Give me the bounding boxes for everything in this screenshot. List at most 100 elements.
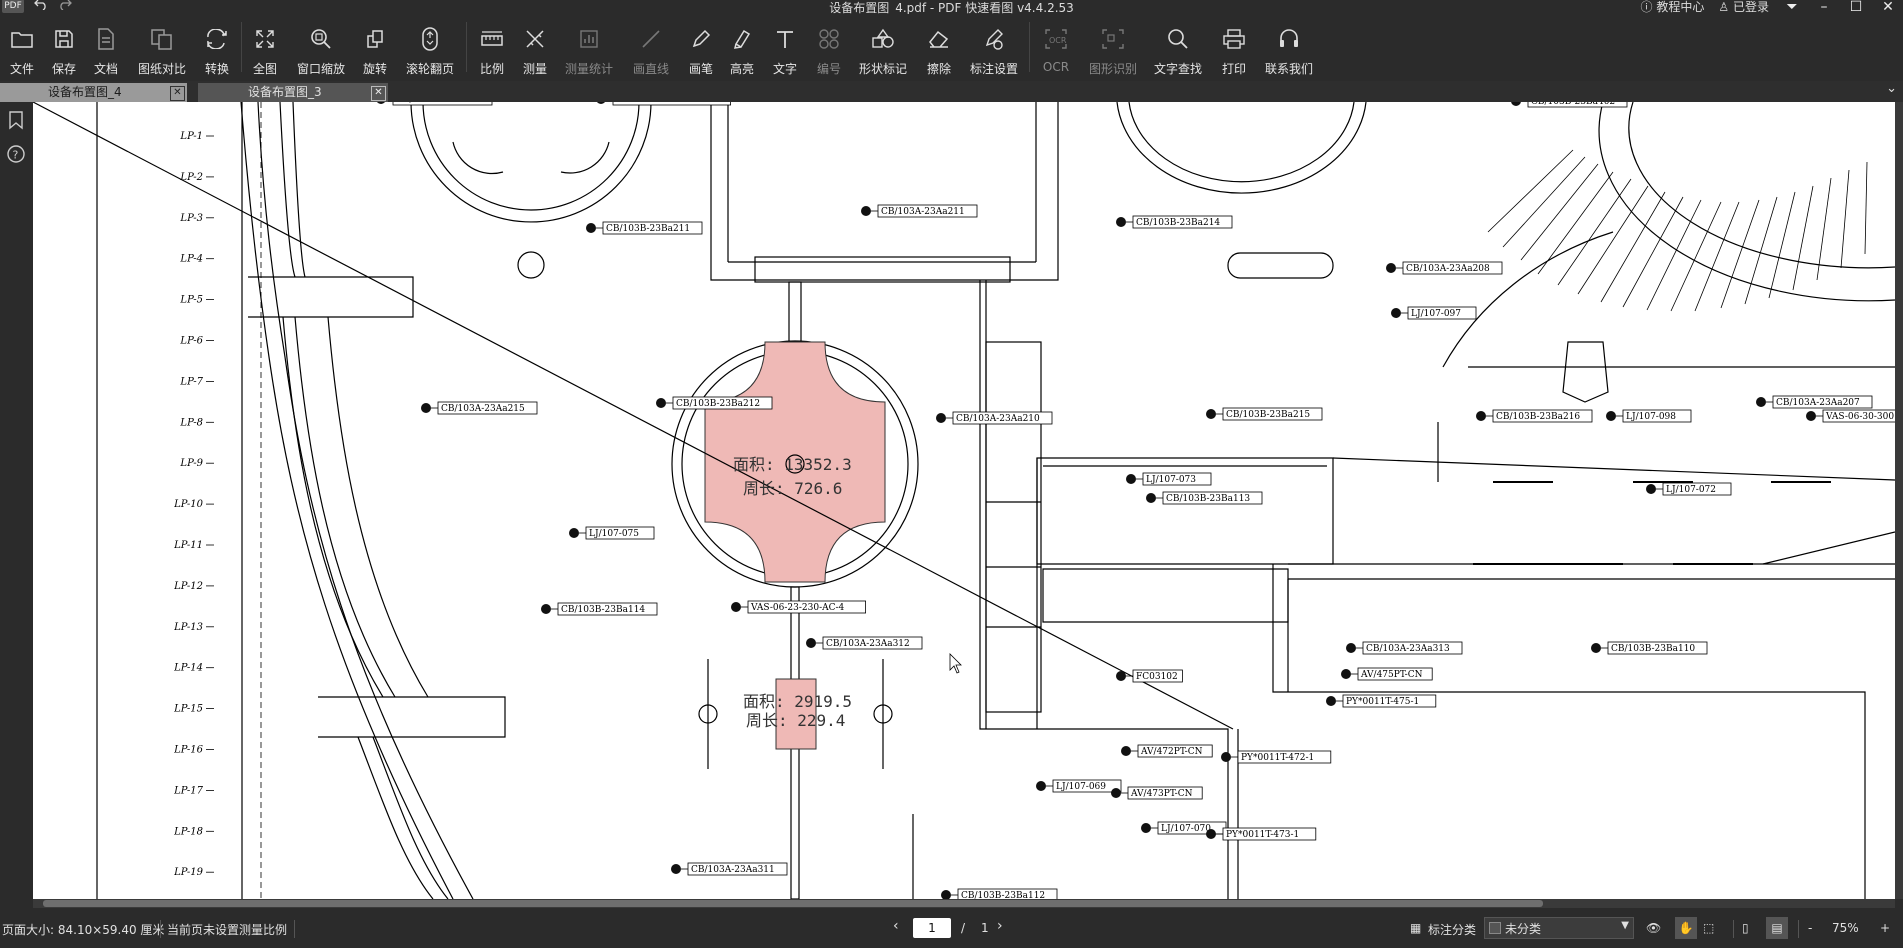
mark-settings-button[interactable]: 标注设置 <box>968 14 1020 78</box>
undo-icon[interactable] <box>34 0 48 13</box>
zoom-in-button[interactable]: + <box>1880 921 1891 935</box>
tag-marker <box>1036 781 1046 791</box>
tag-marker <box>421 403 431 413</box>
equipment-tag: LJ/107-098 <box>1606 409 1692 423</box>
contact-button[interactable]: 联系我们 <box>1263 14 1315 78</box>
maximize-button[interactable]: ☐ <box>1849 0 1863 15</box>
prev-page-icon[interactable]: ‹ <box>893 918 899 934</box>
mark-category-icon: ▦ <box>1410 921 1422 935</box>
tag-marker <box>936 413 946 423</box>
equipment-tag: CB/103A-23Aa214 <box>377 102 493 106</box>
tag-label: PY*0011T-475-1 <box>1346 697 1419 707</box>
tag-marker <box>1221 752 1231 762</box>
measure-perimeter-2: 周长: 229.4 <box>746 711 845 730</box>
zoom-window-button[interactable]: 窗口缩放 <box>296 14 346 78</box>
highlight-button[interactable]: 高亮 <box>727 14 757 78</box>
redo-icon[interactable] <box>58 0 72 13</box>
tag-label: CB/103A-23Aa311 <box>691 865 775 875</box>
lp-grid-label: LP-9 <box>179 458 203 469</box>
close-tab-icon[interactable]: ✕ <box>170 86 185 101</box>
tag-marker <box>1591 643 1601 653</box>
scrollbar-thumb[interactable] <box>43 900 1543 907</box>
tabs-collapse-icon[interactable]: ⌄ <box>1886 81 1897 96</box>
rotate-label: 旋转 <box>362 62 387 76</box>
fit-button[interactable]: 全图 <box>250 14 280 78</box>
tag-marker <box>1121 746 1131 756</box>
toolbar-divider <box>241 22 242 72</box>
equipment-tag: PY*0011T-472-1 <box>1221 750 1332 764</box>
close-window-button[interactable]: ✕ <box>1882 0 1894 15</box>
compare-button[interactable]: 图纸对比 <box>136 14 188 78</box>
measure-button[interactable]: 测量 <box>520 14 550 78</box>
rotate-button[interactable]: 旋转 <box>360 14 390 78</box>
tutorial-link[interactable]: ⓘ 教程中心 <box>1641 0 1705 15</box>
doc-button[interactable]: 文档 <box>89 14 123 78</box>
mark-settings-label: 标注设置 <box>969 62 1018 76</box>
save-button[interactable]: 保存 <box>47 14 81 78</box>
measure-area-2: 面积: 2919.5 <box>743 692 852 711</box>
scale-button[interactable]: 比例 <box>477 14 507 78</box>
equipment-tag: CB/103B-23Ba216 <box>1476 409 1593 423</box>
erase-button[interactable]: 擦除 <box>924 14 954 78</box>
bookmark-icon[interactable] <box>7 110 25 134</box>
login-status[interactable]: ♙ 已登录 <box>1718 0 1769 15</box>
rotate-icon <box>360 24 390 54</box>
measure-stats-button[interactable]: 测量统计 <box>563 14 615 78</box>
doc-label: 文档 <box>93 62 118 76</box>
close-tab-icon[interactable]: ✕ <box>371 86 386 101</box>
print-button[interactable]: 打印 <box>1219 14 1249 78</box>
tag-marker <box>1111 788 1121 798</box>
eye-icon[interactable]: 👁 <box>1646 921 1662 935</box>
equipment-tag: LJ/107-069 <box>1036 779 1122 793</box>
select-icon[interactable]: ⬚ <box>1703 921 1715 935</box>
menu-dropdown-icon[interactable]: ⏷ <box>1786 0 1798 15</box>
pan-hand-icon[interactable]: ✋ <box>1675 917 1697 939</box>
equipment-tag: VAS-06-23-230-AC-4 <box>731 600 866 614</box>
login-label: 已登录 <box>1732 0 1769 14</box>
zoom-window-label: 窗口缩放 <box>296 62 345 76</box>
next-page-icon[interactable]: › <box>997 918 1003 934</box>
horizontal-scrollbar[interactable] <box>33 899 1895 908</box>
erase-label: 擦除 <box>926 62 951 76</box>
zoom-out-button[interactable]: - <box>1808 921 1813 935</box>
text-search-button[interactable]: 文字查找 <box>1152 14 1204 78</box>
svg-text:?: ? <box>13 149 19 162</box>
continuous-page-icon[interactable]: ▤ <box>1766 917 1788 939</box>
tag-marker <box>1116 217 1126 227</box>
tab-document-4[interactable]: 设备布置图_4 ✕ <box>0 83 187 102</box>
tag-marker <box>1126 474 1136 484</box>
line-label: 画直线 <box>632 62 669 76</box>
tab-document-3[interactable]: 设备布置图_3 ✕ <box>198 83 388 102</box>
expand-icon <box>250 24 280 54</box>
category-select[interactable]: 未分类 ▼ <box>1484 917 1634 939</box>
shape-mark-button[interactable]: 形状标记 <box>857 14 909 78</box>
help-icon[interactable]: ? <box>6 144 26 168</box>
text-button[interactable]: 文字 <box>770 14 800 78</box>
tag-label: VAS-06-23-230-AC-4 <box>750 603 845 613</box>
shape-recog-button[interactable]: 图形识别 <box>1087 14 1139 78</box>
vertical-scrollbar[interactable] <box>1895 102 1903 899</box>
tag-label: CB/103A-23Aa313 <box>1366 644 1450 654</box>
convert-button[interactable]: 转换 <box>202 14 232 78</box>
lp-grid-label: LP-15 <box>173 704 203 715</box>
marker-icon <box>727 24 757 54</box>
fit-label: 全图 <box>252 62 277 76</box>
equipment-tag: LJ/107-073 <box>1126 472 1212 486</box>
pen-button[interactable]: 画笔 <box>686 14 716 78</box>
single-page-icon[interactable]: ▯ <box>1742 921 1749 935</box>
number-button[interactable]: 编号 <box>814 14 844 78</box>
tag-label: PY*0011T-472-1 <box>1241 753 1314 763</box>
page-number-input[interactable]: 1 <box>913 918 951 938</box>
compare-label: 图纸对比 <box>137 62 186 76</box>
line-button[interactable]: 画直线 <box>630 14 672 78</box>
scroll-page-button[interactable]: 滚轮翻页 <box>405 14 455 78</box>
ocr-button[interactable]: OCR OCR <box>1040 14 1072 78</box>
tag-marker <box>1646 484 1656 494</box>
lp-grid-label: LP-19 <box>173 867 204 878</box>
tag-marker <box>1346 643 1356 653</box>
minimize-button[interactable]: – <box>1820 0 1828 15</box>
equipment-tag: CB/103A-23Aa207 <box>1756 395 1873 409</box>
tag-marker <box>806 638 816 648</box>
file-button[interactable]: 文件 <box>5 14 39 78</box>
